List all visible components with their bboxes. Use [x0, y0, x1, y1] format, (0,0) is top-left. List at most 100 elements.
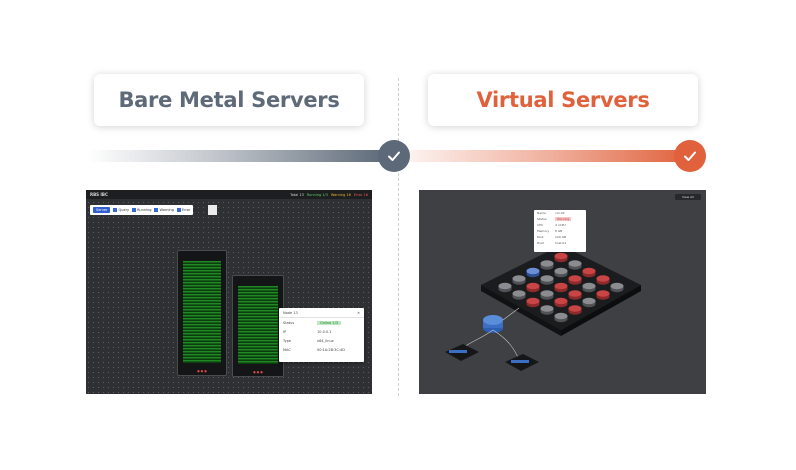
- row-value: 00:1A:2B:3C:4D: [317, 347, 345, 352]
- server-rack-1[interactable]: ● ● ●: [177, 250, 227, 376]
- row-key: Status: [283, 320, 295, 325]
- panel-row: IP 10.0.0.1: [279, 327, 364, 336]
- bare-status-bar: Total 13 Running 1/3 Warning 16 Error 16: [290, 193, 368, 197]
- vm-node[interactable]: [512, 275, 526, 285]
- bare-check-icon: [378, 140, 410, 172]
- server-button[interactable]: Server: [93, 207, 111, 213]
- rack-footer-icon: ● ● ●: [197, 369, 207, 373]
- row-key: Host: [537, 241, 544, 245]
- virtual-check-icon: [674, 140, 706, 172]
- vm-node[interactable]: [540, 290, 554, 300]
- bare-progress-bar: [88, 150, 388, 162]
- isometric-view: [445, 245, 641, 371]
- card-row: Name vm-02: [534, 210, 586, 216]
- panel-row: Status Online 1/3: [279, 318, 364, 327]
- filter-label: Warning: [159, 208, 174, 212]
- vm-node[interactable]: [582, 267, 596, 278]
- rack-footer-icon: ● ● ●: [253, 370, 263, 374]
- panel-title: Node 13: [283, 310, 298, 315]
- checkbox-icon: [132, 208, 137, 212]
- bare-brand: RBS IBC: [90, 192, 108, 197]
- virtual-servers-screenshot: View All Name vm-02 Status Warning CPU 4 vC…: [419, 190, 706, 394]
- server-rack-2[interactable]: ● ● ●: [232, 275, 284, 377]
- row-value: 10.0.0.1: [317, 329, 332, 334]
- vm-node[interactable]: [554, 282, 568, 293]
- filter-warning[interactable]: Warning: [154, 208, 174, 212]
- vm-node[interactable]: [554, 297, 568, 308]
- vm-node[interactable]: [596, 275, 610, 285]
- switch-node[interactable]: [445, 344, 479, 361]
- filter-label: Query: [118, 208, 130, 212]
- filter-label: Running: [137, 208, 152, 212]
- vm-node[interactable]: [582, 282, 596, 293]
- link-line: [502, 307, 520, 321]
- filter-running[interactable]: Running: [132, 208, 151, 212]
- vm-node[interactable]: [568, 290, 582, 300]
- view-all-button[interactable]: View All: [675, 194, 701, 200]
- filter-label: Error: [181, 208, 191, 212]
- vm-node[interactable]: [554, 267, 568, 278]
- filter-error[interactable]: Error: [176, 208, 191, 212]
- center-divider: [398, 78, 399, 396]
- vm-node[interactable]: [540, 275, 554, 285]
- bare-metal-title: Bare Metal Servers: [94, 74, 364, 126]
- row-key: CPU: [537, 223, 544, 227]
- hub-node[interactable]: [483, 315, 503, 333]
- row-value: host-01: [555, 241, 567, 245]
- rack-slots: [183, 261, 221, 363]
- row-key: Name: [537, 211, 546, 215]
- vm-node[interactable]: [554, 252, 568, 263]
- vm-node[interactable]: [526, 282, 540, 293]
- platform-edge: [561, 285, 641, 336]
- vm-node[interactable]: [582, 297, 596, 308]
- vm-node[interactable]: [512, 290, 526, 300]
- bare-metal-screenshot: RBS IBC Total 13 Running 1/3 Warning 16 …: [86, 190, 372, 394]
- panel-header: Node 13 ✕: [279, 308, 364, 318]
- switch-node[interactable]: [505, 354, 539, 371]
- row-key: Type: [283, 338, 292, 343]
- checkbox-icon: [154, 208, 159, 212]
- vm-node[interactable]: [610, 282, 624, 293]
- row-value: vm-02: [555, 211, 565, 215]
- vm-node[interactable]: [568, 260, 582, 270]
- status-running: Running 1/3: [306, 192, 328, 197]
- row-value: 4 vCPU: [555, 223, 566, 227]
- row-key: Memory: [537, 229, 550, 233]
- vm-node[interactable]: [554, 312, 568, 323]
- checkbox-icon: [113, 208, 118, 212]
- vm-node[interactable]: [498, 282, 512, 293]
- vm-node[interactable]: [568, 305, 582, 315]
- bare-topbar: RBS IBC Total 13 Running 1/3 Warning 16 …: [86, 190, 372, 199]
- card-row: Status Warning: [534, 216, 586, 222]
- panel-row: Type x64_linux: [279, 336, 364, 345]
- row-key: Status: [537, 217, 547, 221]
- vm-node[interactable]: [596, 290, 610, 300]
- vm-node[interactable]: [526, 297, 540, 308]
- filter-query[interactable]: Query: [113, 208, 129, 212]
- row-key: MAC: [283, 347, 291, 352]
- row-value: Online 1/3: [317, 320, 342, 325]
- status-error: Error 16: [353, 192, 368, 197]
- row-value: 8 GB: [555, 229, 563, 233]
- card-row: Memory 8 GB: [534, 228, 586, 234]
- vm-node[interactable]: [526, 267, 540, 278]
- rack-slots: [238, 286, 278, 364]
- status-warning: Warning 16: [330, 192, 351, 197]
- card-row: Host host-01: [534, 240, 586, 246]
- vm-node[interactable]: [540, 305, 554, 315]
- row-key: IP: [283, 329, 287, 334]
- row-key: Disk: [537, 235, 544, 239]
- vm-detail-card: Name vm-02 Status Warning CPU 4 vCPU Memory…: [534, 210, 586, 252]
- vm-node[interactable]: [568, 275, 582, 285]
- virtual-servers-title: Virtual Servers: [428, 74, 698, 126]
- card-row: CPU 4 vCPU: [534, 222, 586, 228]
- status-total: Total 13: [290, 192, 304, 197]
- close-icon[interactable]: ✕: [357, 310, 360, 315]
- bare-toolbar: Server Query Running Warning Error: [90, 205, 194, 215]
- row-value: Warning: [555, 217, 572, 221]
- settings-icon[interactable]: [208, 205, 217, 215]
- vm-node[interactable]: [540, 260, 554, 270]
- row-value: x64_linux: [317, 338, 334, 343]
- node-detail-panel: Node 13 ✕ Status Online 1/3 IP 10.0.0.1 Ty…: [279, 308, 364, 362]
